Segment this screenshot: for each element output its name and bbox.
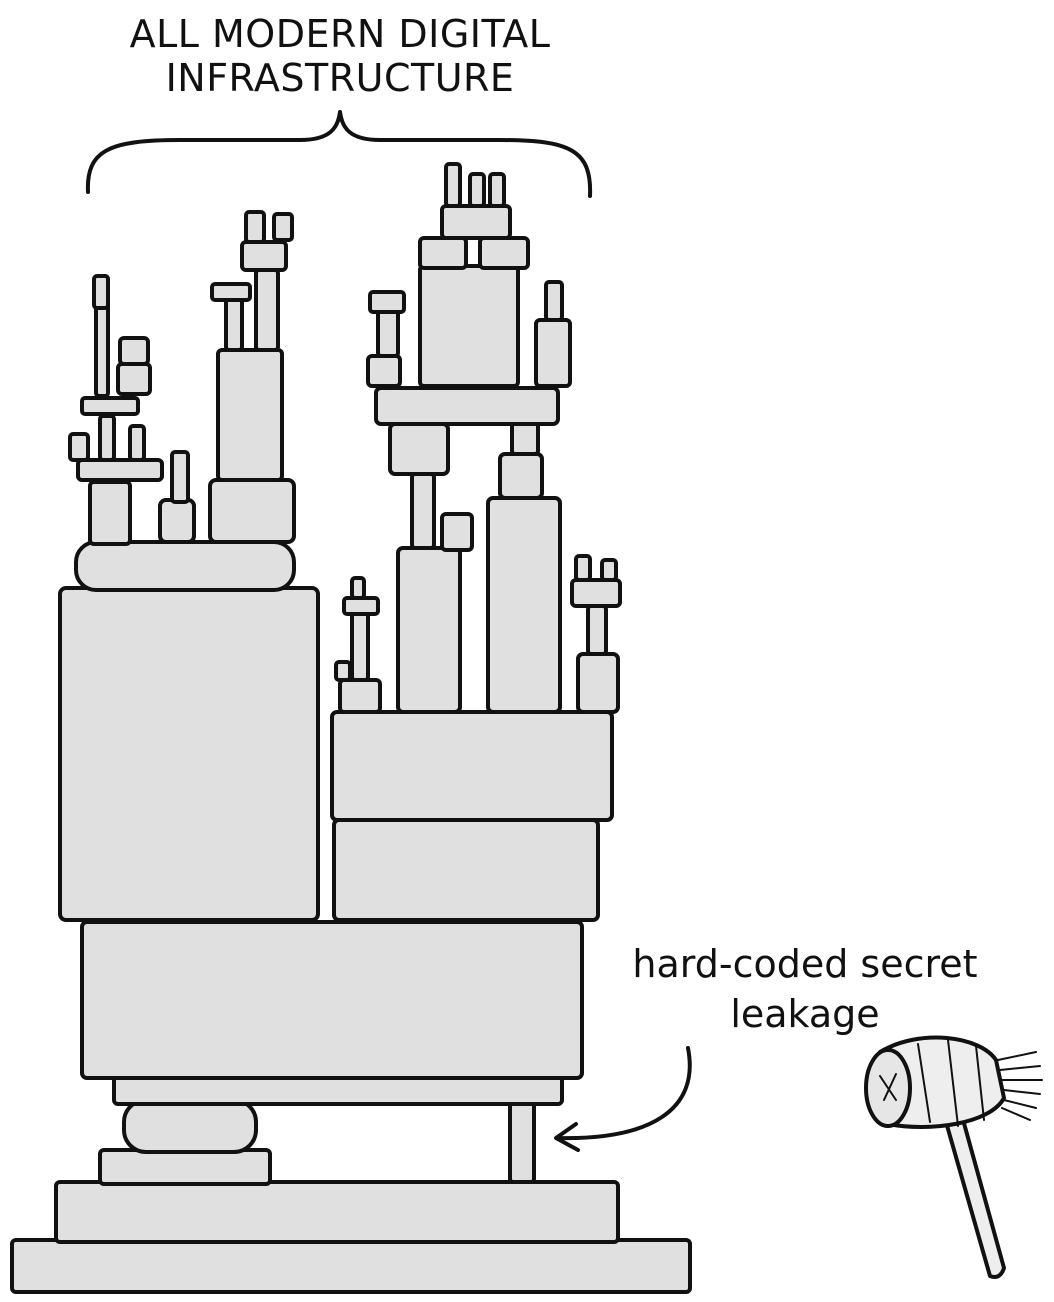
- wooden-mallet-icon: [864, 1035, 1043, 1279]
- mid-left-cap-b: [240, 240, 288, 272]
- right-top-brick-b: [478, 236, 530, 270]
- base-step: [98, 1148, 272, 1186]
- curved-arrow-icon: [554, 1046, 692, 1152]
- left-oval-plate: [74, 540, 296, 592]
- right-small-rod: [376, 308, 400, 358]
- right-side-block: [534, 318, 572, 388]
- annotation-line-1: hard-coded secret: [632, 942, 978, 986]
- title-line-2: INFRASTRUCTURE: [165, 56, 515, 100]
- right-square-block: [418, 264, 520, 388]
- mid-left-base: [208, 478, 296, 544]
- left-support-drum: [122, 1098, 258, 1154]
- far-right-pin-a: [574, 554, 592, 582]
- mid-left-knob-b: [272, 212, 294, 242]
- base-slab-upper: [54, 1180, 620, 1244]
- left-short-pillar: [88, 480, 132, 546]
- right-side-pin: [544, 280, 564, 322]
- right-upper-block: [330, 710, 614, 822]
- left-pin-b: [98, 414, 116, 462]
- annotation-line-2: leakage: [730, 992, 880, 1036]
- right-pillar-neck: [510, 420, 540, 456]
- lower-wide-block: [80, 920, 584, 1080]
- left-small-rod: [170, 450, 190, 504]
- left-rod-cap: [92, 274, 110, 310]
- right-small-post: [366, 354, 402, 388]
- left-cube-b: [116, 362, 152, 396]
- left-big-block: [58, 586, 320, 922]
- small-left-cap: [342, 596, 380, 616]
- left-pin-c: [128, 424, 146, 462]
- right-top-brick-a: [418, 236, 468, 270]
- mid-left-cap-a: [210, 282, 252, 302]
- right-mid-cube: [440, 512, 474, 552]
- right-mid-rod: [410, 472, 436, 550]
- small-left-rod: [350, 608, 370, 682]
- mid-left-rod-a: [224, 294, 244, 352]
- left-pin-a: [68, 432, 90, 462]
- far-right-pin-b: [600, 558, 618, 582]
- right-top-pin-a: [444, 162, 462, 208]
- mid-left-rod-b: [254, 268, 280, 352]
- right-pillar-cap: [498, 452, 544, 500]
- far-right-cube: [576, 652, 620, 714]
- left-thin-plank: [80, 396, 140, 416]
- right-top-pin-c: [488, 172, 506, 208]
- left-small-block: [158, 498, 196, 544]
- right-lower-block: [332, 818, 600, 922]
- base-slab-bottom: [10, 1238, 692, 1294]
- right-tall-pillar: [486, 496, 562, 714]
- right-wide-plank: [374, 386, 560, 426]
- title-line-1: ALL MODERN DIGITAL: [129, 12, 551, 56]
- curly-brace-icon: [85, 110, 593, 198]
- left-cube-a: [118, 336, 150, 366]
- right-top-plank: [440, 204, 512, 240]
- right-mid-block: [388, 422, 450, 476]
- far-right-rod: [586, 604, 608, 656]
- far-right-cap: [570, 578, 622, 608]
- mid-left-knob-a: [244, 210, 266, 244]
- right-mid-pillar: [396, 546, 462, 714]
- left-plank: [76, 458, 164, 482]
- small-left-pin: [350, 576, 366, 600]
- tiny-support-stick: [508, 1098, 536, 1184]
- mid-left-tall-block: [216, 348, 284, 482]
- small-left-nub: [334, 660, 352, 682]
- small-left-cube: [338, 678, 382, 714]
- right-small-cap: [368, 290, 406, 314]
- right-top-pin-b: [468, 172, 486, 208]
